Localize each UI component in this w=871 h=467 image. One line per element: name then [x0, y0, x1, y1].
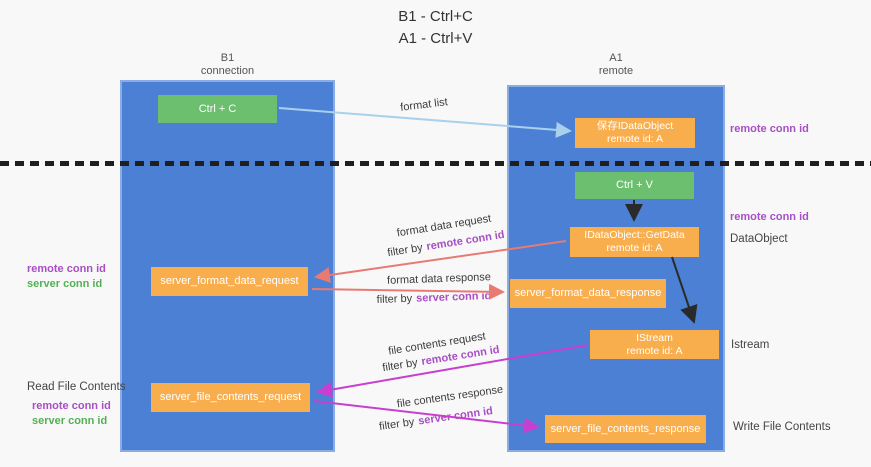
filter-by-text: filter by: [381, 356, 419, 375]
server-file-contents-request-label: server_file_contents_request: [159, 391, 302, 403]
title-line-1: B1 - Ctrl+C: [398, 8, 473, 25]
read-file-contents-label: Read File Contents: [27, 381, 126, 393]
server-conn-id-text: server conn id: [417, 405, 494, 428]
left-remote-conn-id-upper: remote conn id: [27, 263, 106, 275]
right-lane-header: A1 remote: [507, 52, 725, 78]
right-remote-conn-id-upper: remote conn id: [730, 123, 809, 135]
filter-by-text: filter by: [386, 241, 424, 260]
ctrl-c-label: Ctrl + C: [198, 102, 237, 115]
server-format-data-response-label: server_format_data_response: [514, 287, 662, 299]
left-lane-name: B1: [220, 52, 235, 64]
ctrl-v-label: Ctrl + V: [616, 179, 653, 191]
format-list-label: format list: [399, 96, 449, 114]
istream-line1: IStream: [636, 331, 673, 344]
server-format-data-request-label: server_format_data_request: [160, 275, 299, 287]
ctrl-v-box: Ctrl + V: [575, 172, 694, 199]
ctrl-c-box: Ctrl + C: [158, 95, 277, 123]
title-line-2: A1 - Ctrl+V: [398, 30, 473, 47]
right-remote-conn-id-lower: remote conn id: [730, 211, 809, 223]
filter-by-text: filter by: [378, 416, 416, 433]
getdata-line2: remote id: A: [606, 242, 663, 254]
left-server-conn-id-lower: server conn id: [32, 415, 108, 427]
save-dataobject-line1: 保存IDataObject: [596, 120, 674, 132]
format-data-response-label: format data response: [386, 271, 492, 287]
save-dataobject-box: 保存IDataObject remote id: A: [575, 118, 695, 148]
write-file-contents-label: Write File Contents: [733, 421, 831, 433]
left-server-conn-id-upper: server conn id: [27, 278, 103, 290]
server-format-data-response-box: server_format_data_response: [510, 279, 666, 308]
save-dataobject-line2: remote id: A: [606, 133, 664, 145]
istream-line2: remote id: A: [626, 344, 683, 357]
dataobject-label: DataObject: [730, 233, 788, 245]
left-lane-header: B1 connection: [120, 52, 335, 78]
filter-by-text: filter by: [376, 292, 413, 306]
left-remote-conn-id-lower: remote conn id: [32, 400, 111, 412]
right-lane-subtitle: remote: [598, 65, 634, 77]
server-file-contents-response-label: server_file_contents_response: [550, 422, 701, 435]
diagram-title: B1 - Ctrl+C A1 - Ctrl+V: [0, 6, 871, 50]
left-conn-ids-lower: remote conn id server conn id: [32, 399, 111, 429]
left-conn-ids-upper: remote conn id server conn id: [27, 262, 106, 292]
left-lane-subtitle: connection: [200, 65, 255, 77]
getdata-line1: IDataObject::GetData: [584, 229, 685, 241]
server-conn-id-text: server conn id: [415, 290, 492, 305]
server-file-contents-request-box: server_file_contents_request: [151, 383, 310, 412]
istream-box: IStream remote id: A: [590, 330, 719, 359]
server-format-data-request-box: server_format_data_request: [151, 267, 308, 296]
right-lane-name: A1: [609, 52, 623, 64]
idataobject-getdata-box: IDataObject::GetData remote id: A: [570, 227, 699, 257]
server-file-contents-response-box: server_file_contents_response: [545, 415, 706, 443]
istream-side-label: Istream: [731, 339, 770, 351]
dashed-divider-line: [0, 161, 871, 166]
